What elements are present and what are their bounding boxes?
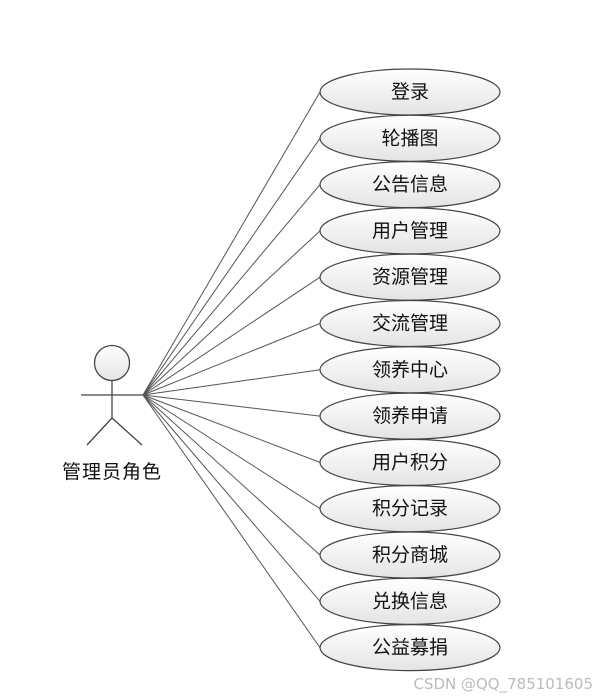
use-case: 领养中心: [319, 346, 501, 394]
actor-left-leg: [86, 417, 113, 446]
use-case: 领养申请: [319, 392, 501, 440]
association-line: [142, 394, 321, 510]
actor-figure: [81, 344, 143, 446]
use-case-label: 积分记录: [372, 498, 448, 520]
use-case: 用户管理: [319, 207, 501, 255]
use-case: 交流管理: [319, 299, 501, 348]
use-case: 轮播图: [319, 114, 501, 162]
use-case-label: 轮播图: [381, 127, 438, 149]
use-case-label: 公告信息: [372, 174, 448, 196]
use-case: 资源管理: [319, 253, 501, 301]
association-line: [142, 369, 321, 396]
use-case-label: 用户积分: [372, 451, 448, 473]
association-line: [142, 394, 321, 417]
association-line: [142, 394, 321, 463]
association-line: [142, 394, 321, 556]
use-case-label: 资源管理: [372, 266, 448, 288]
use-case-label: 领养申请: [372, 405, 448, 427]
use-case: 公益募捐: [319, 623, 501, 672]
association-line: [142, 230, 321, 396]
watermark: CSDN @QQ_785101605: [413, 675, 593, 693]
association-line: [142, 394, 321, 602]
use-case-label: 公益募捐: [372, 637, 448, 659]
use-case: 积分记录: [319, 485, 501, 533]
association-line: [142, 394, 321, 648]
use-case: 兑换信息: [319, 577, 501, 625]
use-case-label: 用户管理: [372, 220, 448, 242]
use-case: 公告信息: [319, 161, 501, 209]
use-case-label: 兑换信息: [372, 590, 448, 612]
association-line: [142, 323, 321, 396]
association-line: [142, 184, 321, 396]
use-case-label: 领养中心: [372, 359, 448, 381]
association-line: [142, 138, 321, 396]
association-line: [142, 276, 321, 396]
use-case-label: 登录: [391, 81, 429, 103]
use-case-ellipse: [319, 623, 501, 672]
use-case: 登录: [319, 68, 501, 116]
actor-head: [93, 344, 131, 382]
use-case: 用户积分: [319, 438, 501, 486]
use-case-label: 交流管理: [372, 313, 448, 335]
actor-label: 管理员角色: [61, 461, 162, 483]
use-case: 积分商城: [319, 531, 501, 579]
use-case-label: 积分商城: [372, 544, 448, 566]
association-line: [142, 91, 321, 396]
actor-right-leg: [111, 417, 143, 446]
